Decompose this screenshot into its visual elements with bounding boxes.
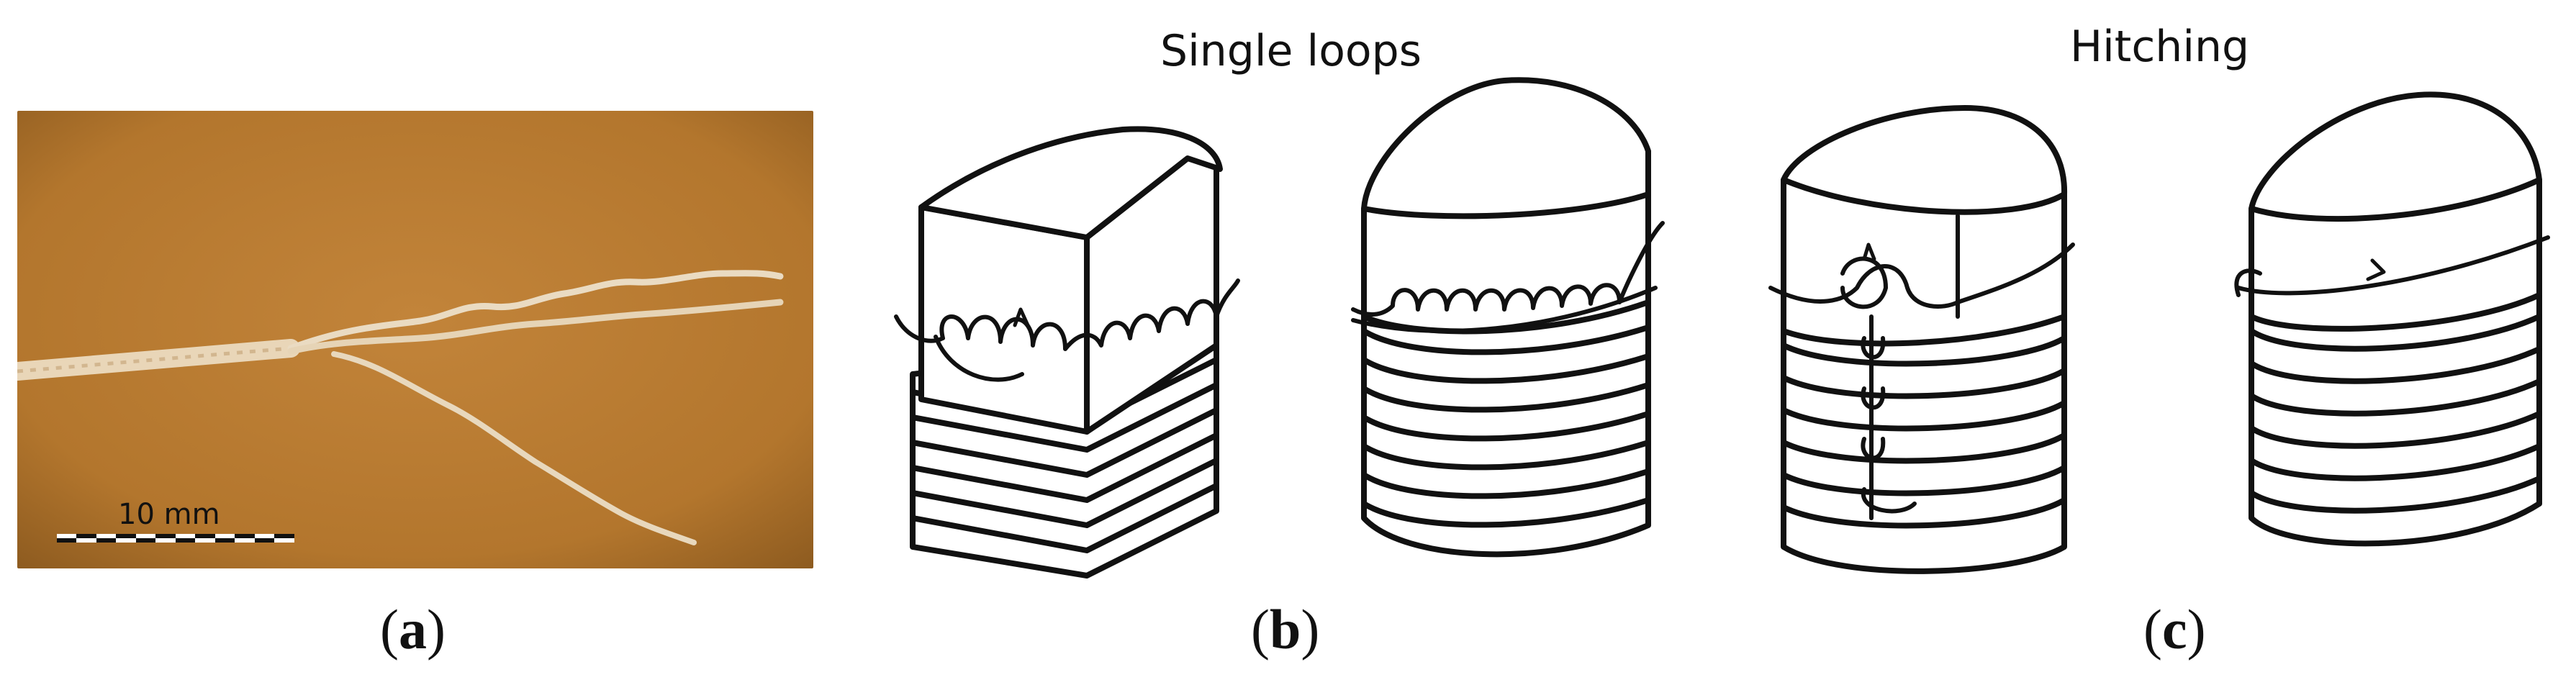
caption-b: (b): [1251, 598, 1320, 661]
scale-bar: [57, 534, 294, 543]
block4-wrap-line: [2236, 235, 2550, 296]
block1-arrow-icon: [1013, 307, 1030, 327]
block-single-loops-1: [894, 126, 1240, 579]
block4-top-face: [2249, 91, 2542, 222]
scale-bar-label: 10 mm: [118, 498, 220, 531]
block3-top-face: [1781, 105, 2068, 215]
block3-body: [1781, 299, 2067, 574]
block4-arrow-icon: [2366, 258, 2386, 281]
heading-single-loops: Single loops: [1160, 26, 1422, 76]
block-hitching-1: [1768, 105, 2075, 574]
caption-a: (a): [380, 598, 446, 661]
cord-strand-upper: [287, 270, 784, 352]
block3-hitch-line: [1768, 242, 2075, 309]
cord-strand-lower: [331, 351, 697, 545]
cord-main-strand: [17, 339, 300, 381]
block-single-loops-2: [1351, 77, 1665, 558]
block-hitching-2: [2234, 91, 2550, 547]
cord-photo-graphic: 10 mm: [17, 111, 813, 568]
block1-loops: [894, 278, 1240, 351]
block2-top-face: [1361, 77, 1651, 219]
block2-loops: [1351, 221, 1665, 317]
block3-arrow-icon: [1862, 242, 1876, 261]
block1-top-face: [918, 126, 1223, 240]
cord-strand-middle: [287, 299, 784, 355]
caption-c: (c): [2143, 598, 2206, 661]
block3-hitch-knot: [1840, 256, 1888, 309]
cord-photo: 10 mm: [17, 111, 813, 568]
heading-hitching: Hitching: [2070, 22, 2250, 72]
